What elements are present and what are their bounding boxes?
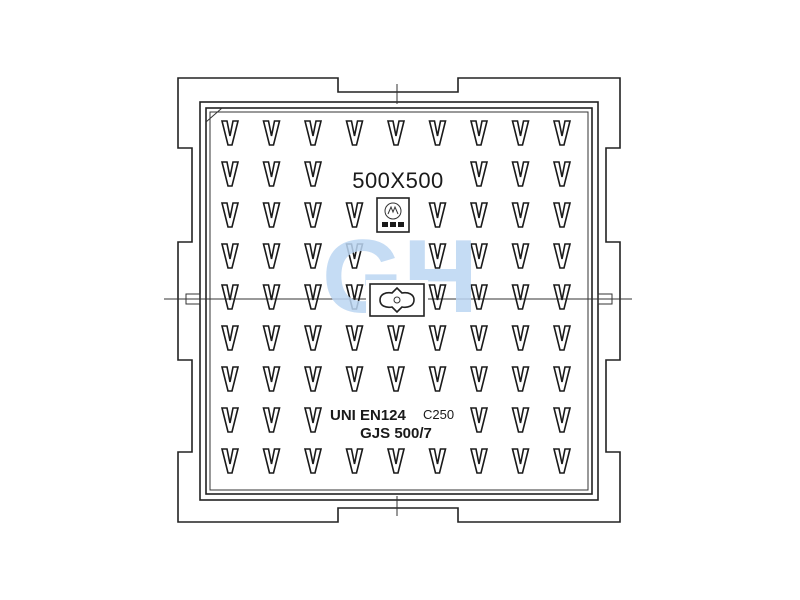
v-mark (303, 448, 323, 474)
v-mark (552, 284, 572, 310)
v-mark (469, 243, 489, 269)
size-label: 500X500 (352, 168, 444, 193)
v-mark (220, 407, 240, 433)
v-mark (469, 284, 489, 310)
v-mark (428, 325, 447, 351)
v-mark (220, 120, 240, 146)
v-mark (552, 120, 572, 146)
v-mark (345, 120, 364, 146)
v-mark (428, 366, 447, 392)
v-pattern-grid (220, 120, 572, 474)
cover-plate-inner-line (209, 111, 589, 491)
v-mark (220, 202, 240, 228)
material-label: GJS 500/7 (360, 425, 432, 442)
v-mark (511, 366, 530, 392)
v-mark (428, 243, 447, 269)
v-mark (428, 202, 447, 228)
lifting-keyhole (366, 280, 428, 318)
v-mark (386, 325, 406, 351)
v-mark (511, 120, 530, 146)
size-label-bg (340, 164, 456, 192)
v-mark (469, 407, 489, 433)
class-label: C250 (423, 407, 454, 422)
v-mark (469, 366, 489, 392)
v-mark (552, 448, 572, 474)
v-mark (303, 243, 323, 269)
v-mark (220, 325, 240, 351)
v-mark (345, 202, 364, 228)
v-mark (262, 161, 281, 187)
v-mark (262, 284, 281, 310)
certification-logo (375, 196, 411, 234)
v-mark (511, 161, 530, 187)
v-mark (303, 325, 323, 351)
v-mark (303, 407, 323, 433)
v-mark (220, 366, 240, 392)
left-side-detail (185, 293, 201, 305)
v-mark (345, 243, 364, 269)
v-mark (428, 284, 447, 310)
v-mark (552, 202, 572, 228)
v-mark (552, 243, 572, 269)
v-mark (386, 366, 406, 392)
v-mark (303, 120, 323, 146)
v-mark (511, 448, 530, 474)
right-side-detail (597, 293, 613, 305)
v-mark (345, 448, 364, 474)
v-mark (469, 120, 489, 146)
v-mark (469, 202, 489, 228)
v-mark (552, 161, 572, 187)
v-mark (511, 202, 530, 228)
standard-label: UNI EN124 (330, 407, 407, 424)
v-mark (345, 366, 364, 392)
v-mark (552, 325, 572, 351)
v-mark (552, 366, 572, 392)
v-mark (511, 284, 530, 310)
v-mark (345, 325, 364, 351)
v-mark (511, 407, 530, 433)
outer-frame (177, 77, 621, 523)
v-mark (345, 284, 364, 310)
v-mark (386, 120, 406, 146)
standard-label-bg (326, 400, 466, 442)
v-mark (469, 325, 489, 351)
v-mark (262, 407, 281, 433)
v-mark (469, 161, 489, 187)
v-mark (511, 243, 530, 269)
v-mark (262, 448, 281, 474)
v-mark (469, 448, 489, 474)
v-mark (262, 243, 281, 269)
v-mark (220, 243, 240, 269)
v-mark (303, 366, 323, 392)
v-mark (428, 120, 447, 146)
cover-plate (205, 107, 593, 495)
corner-chamfer (205, 107, 223, 123)
v-mark (511, 325, 530, 351)
v-mark (303, 161, 323, 187)
v-mark (262, 120, 281, 146)
v-mark (262, 325, 281, 351)
v-mark (386, 448, 406, 474)
v-mark (220, 448, 240, 474)
v-mark (262, 202, 281, 228)
v-mark (262, 366, 281, 392)
v-mark (220, 161, 240, 187)
v-mark (303, 202, 323, 228)
v-mark (428, 448, 447, 474)
v-mark (220, 284, 240, 310)
v-mark (552, 407, 572, 433)
v-mark (303, 284, 323, 310)
